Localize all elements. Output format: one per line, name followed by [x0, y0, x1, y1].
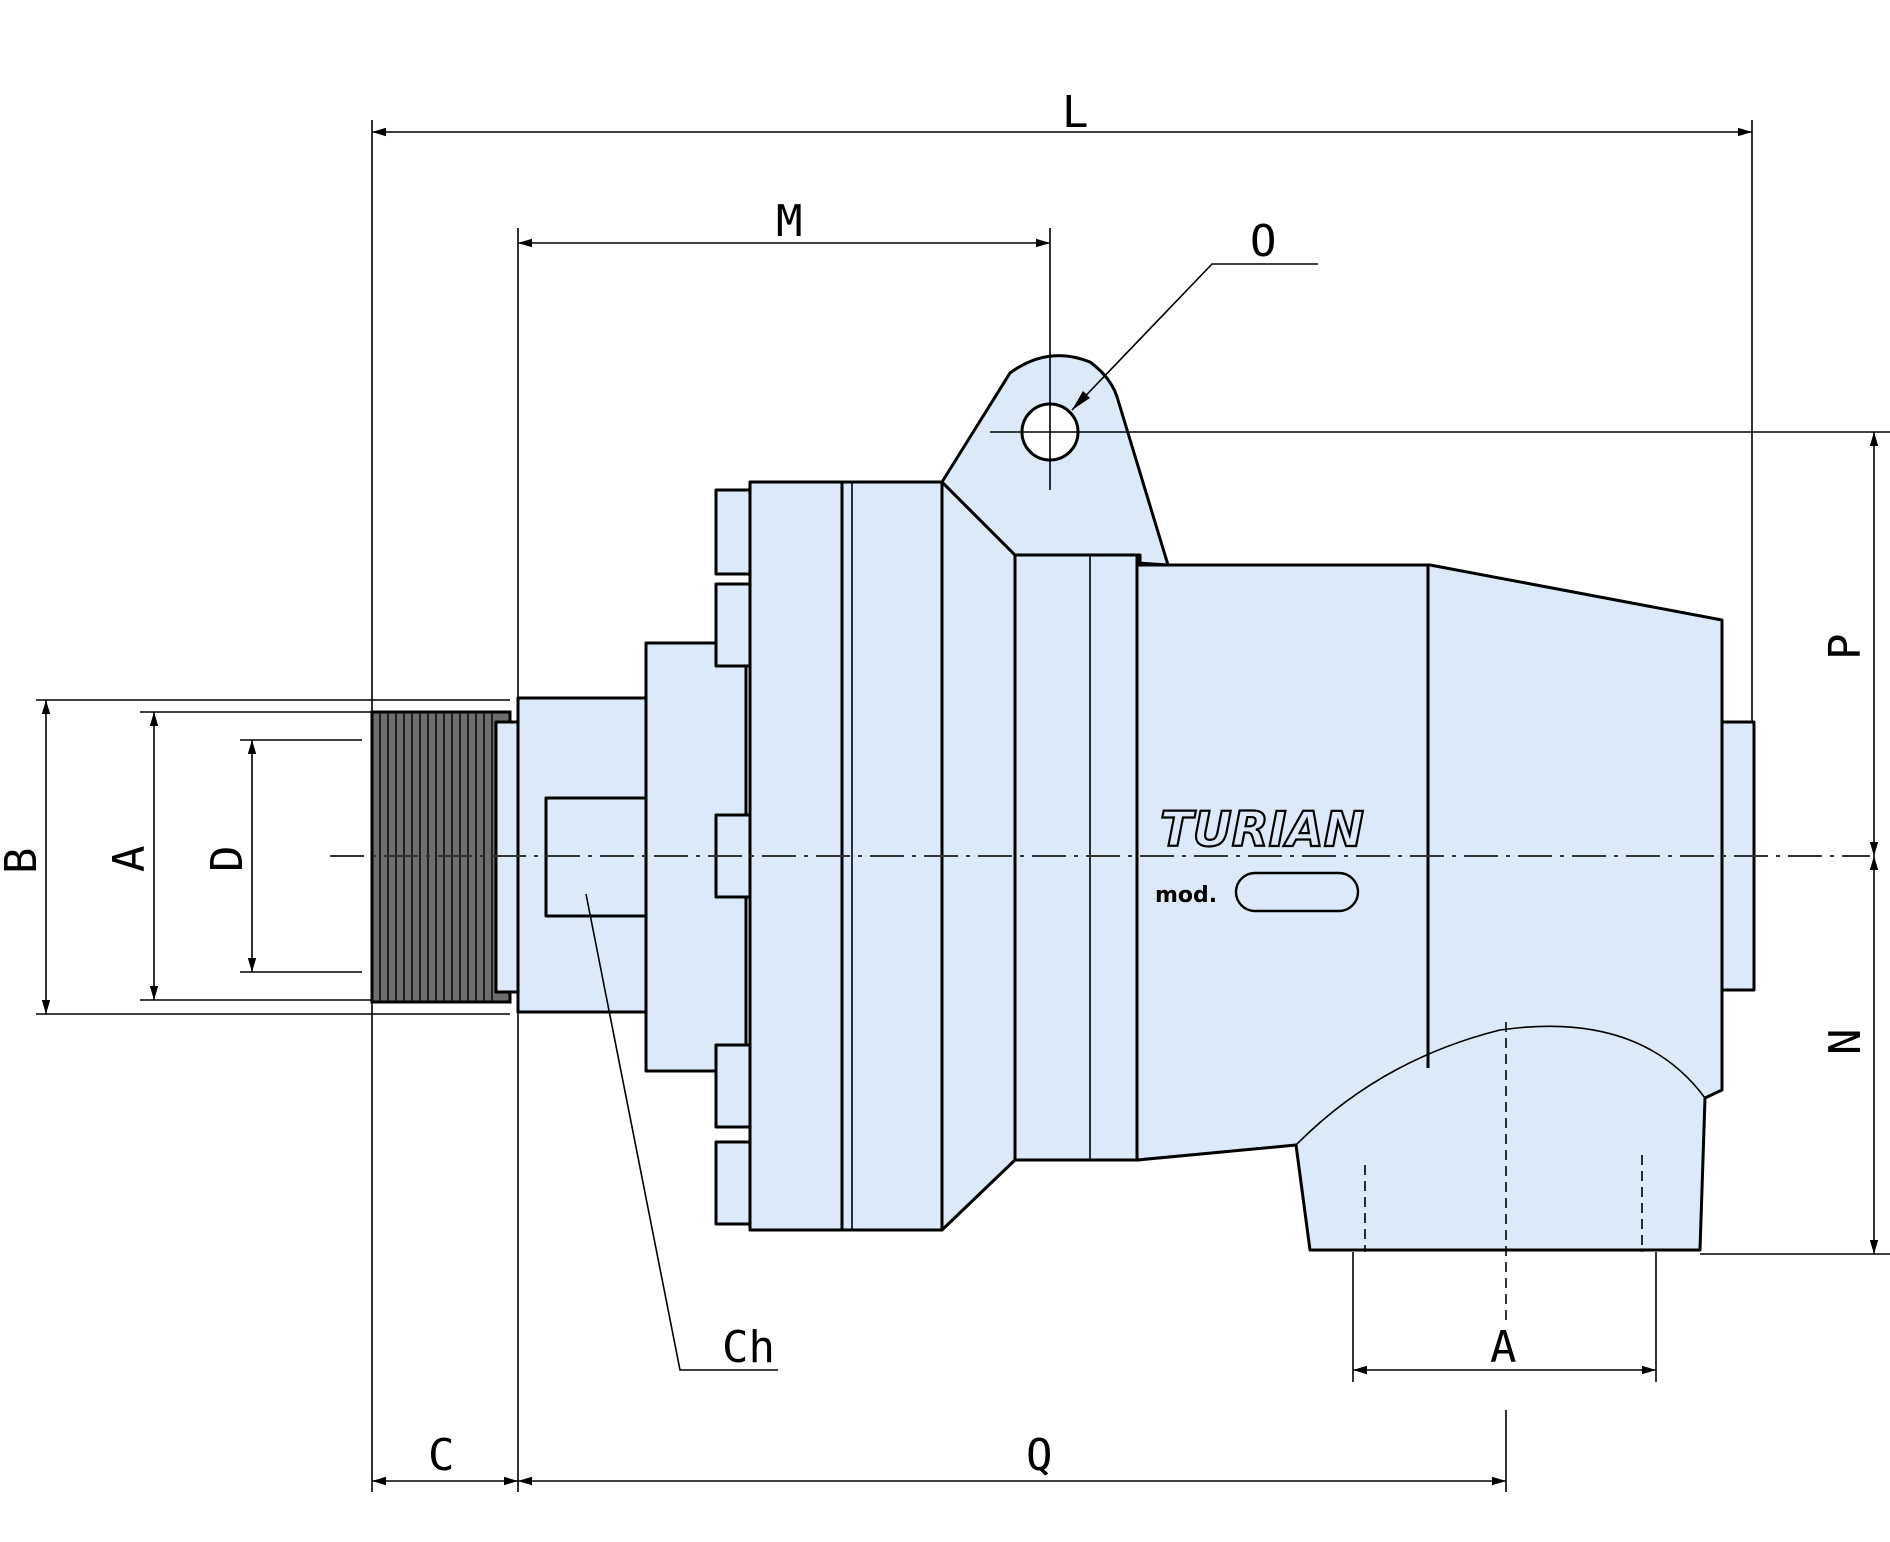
label-d: D — [202, 846, 253, 873]
label-a-left: A — [104, 846, 155, 873]
label-p: P — [1820, 634, 1871, 661]
model-label: mod. — [1155, 883, 1217, 908]
brand-logo: TURIAN — [1160, 802, 1364, 858]
outlet-hidden-lines — [1364, 1022, 1643, 1320]
label-a-bottom: A — [1490, 1322, 1517, 1373]
label-ch: Ch — [722, 1322, 775, 1373]
label-q: Q — [1026, 1430, 1053, 1481]
dimension-lines — [36, 120, 1890, 1492]
label-b: B — [0, 848, 47, 875]
middle-body — [1013, 553, 1139, 1162]
model-plate — [1234, 871, 1360, 913]
outlet-curve — [1295, 1025, 1706, 1146]
rotary-joint-body: TURIAN mod. — [370, 354, 1756, 1320]
label-m: M — [776, 196, 803, 247]
label-c: C — [428, 1430, 455, 1481]
label-n: N — [1820, 1029, 1871, 1056]
label-l: L — [1062, 87, 1089, 138]
label-o: O — [1250, 216, 1277, 267]
